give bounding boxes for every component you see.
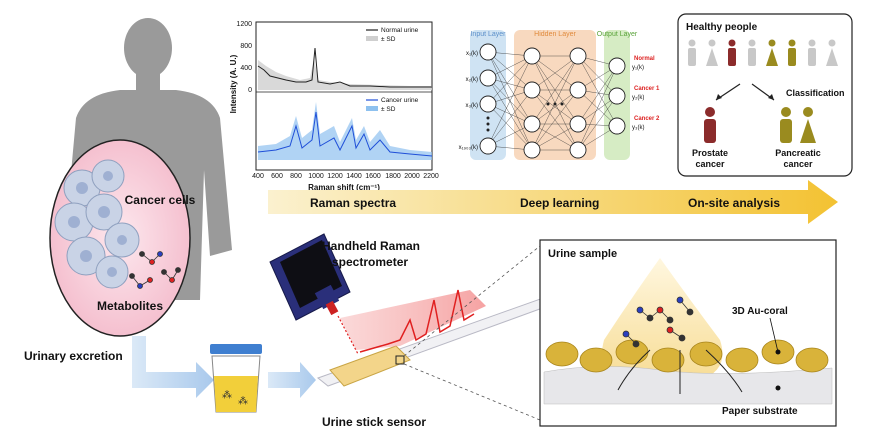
input-x3: x₃(k) bbox=[466, 103, 478, 109]
xtick: 1200 bbox=[327, 173, 343, 180]
class-normal: Normal bbox=[634, 56, 655, 62]
xtick: 600 bbox=[271, 173, 283, 180]
ytick: 1200 bbox=[236, 21, 252, 28]
legend-cancer: Cancer urine bbox=[381, 97, 419, 104]
zoom-line-bottom bbox=[403, 363, 541, 421]
paper-substrate-label: Paper substrate bbox=[722, 406, 798, 417]
excretion-arrow: Urinary excretion bbox=[24, 336, 214, 398]
step-on-site-analysis: On-site analysis bbox=[688, 196, 780, 210]
ytick: 0 bbox=[248, 87, 252, 94]
prostate-label-2: cancer bbox=[695, 159, 725, 169]
xtick: 2200 bbox=[423, 173, 439, 180]
pancreatic-people-icon bbox=[780, 107, 816, 143]
xtick: 1600 bbox=[365, 173, 381, 180]
urine-cup-icon: ⁂ ⁂ bbox=[210, 344, 262, 413]
hidden-layer-label: Hidden Layer bbox=[534, 31, 576, 38]
spectrometer-label-line1: Handheld Raman bbox=[322, 239, 420, 253]
xtick: 400 bbox=[252, 173, 264, 180]
input-x1: x₁(k) bbox=[466, 51, 478, 57]
legend-cancer-sd: ± SD bbox=[381, 106, 396, 113]
au-coral-label: 3D Au-coral bbox=[732, 306, 788, 317]
xtick: 2000 bbox=[404, 173, 420, 180]
legend-top: Normal urine ± SD bbox=[366, 27, 419, 43]
prostate-label-1: Prostate bbox=[692, 148, 728, 158]
spectrometer-label-line2: spectrometer bbox=[332, 255, 408, 269]
class-cancer-1: Cancer 1 bbox=[634, 86, 660, 92]
step-raman-spectra: Raman spectra bbox=[310, 196, 396, 210]
class-cancer-2: Cancer 2 bbox=[634, 116, 660, 122]
spectra-xticks: 400 600 800 1000 1200 1400 1600 1800 200… bbox=[252, 173, 439, 180]
normal-urine-line bbox=[257, 47, 432, 88]
au-coral-particles bbox=[545, 339, 829, 373]
network-nodes bbox=[479, 43, 626, 159]
raman-spectra-panel: 1200 800 400 0 400 600 800 1000 1200 140… bbox=[229, 21, 439, 192]
input-x1903: x₁₉₀₃(k) bbox=[459, 145, 478, 151]
urine-stick-sensor: Urine stick sensor bbox=[316, 291, 572, 429]
classification-label: Classification bbox=[786, 88, 845, 98]
urine-sample-label: Urine sample bbox=[548, 248, 617, 260]
classification-panel: Healthy people Classification Prostate c… bbox=[677, 13, 853, 177]
pancreatic-label-1: Pancreatic bbox=[775, 148, 821, 158]
input-layer-label: Input Layer bbox=[470, 31, 506, 38]
output-layer-label: Output Layer bbox=[597, 31, 638, 38]
svg-text:⁂: ⁂ bbox=[222, 390, 232, 401]
legend-normal: Normal urine bbox=[381, 27, 419, 34]
xtick: 1800 bbox=[385, 173, 401, 180]
laser-beam bbox=[337, 289, 486, 355]
urine-stick-label: Urine stick sensor bbox=[322, 415, 426, 429]
cancer-cells-circle: Cancer cells Metabolites bbox=[49, 139, 196, 337]
pipeline-arrow: Raman spectra Deep learning On-site anal… bbox=[268, 180, 838, 224]
people-row-icon bbox=[688, 39, 838, 66]
cancer-urine-line bbox=[257, 111, 433, 157]
legend-bottom: Cancer urine ± SD bbox=[366, 97, 419, 113]
spectra-xlabel: Raman shift (cm⁻¹) bbox=[308, 183, 380, 192]
metabolite-molecules-icon bbox=[129, 251, 181, 289]
zoom-line-top bbox=[403, 245, 541, 357]
urine-sample-inset: Urine sample 3D Au-coral Paper sub bbox=[539, 239, 837, 427]
output-y2: y₂(k) bbox=[632, 95, 644, 101]
healthy-people-label: Healthy people bbox=[686, 22, 758, 33]
xtick: 1000 bbox=[308, 173, 324, 180]
metabolite-molecule-icons bbox=[622, 296, 694, 348]
cancer-cells-label: Cancer cells bbox=[125, 193, 196, 207]
output-y1: y₁(k) bbox=[632, 65, 644, 71]
output-y3: y₃(k) bbox=[632, 125, 644, 131]
spectra-yticks: 1200 800 400 0 bbox=[236, 21, 252, 94]
cup-to-stick-arrow bbox=[268, 362, 316, 398]
neural-network: Input Layer Hidden Layer Output Layer bbox=[459, 30, 660, 160]
svg-text:⁂: ⁂ bbox=[238, 396, 248, 407]
scattering-arrows bbox=[617, 349, 743, 394]
xtick: 800 bbox=[290, 173, 302, 180]
ytick: 800 bbox=[240, 43, 252, 50]
step-deep-learning: Deep learning bbox=[520, 196, 599, 210]
ytick: 400 bbox=[240, 65, 252, 72]
urinary-excretion-label: Urinary excretion bbox=[24, 349, 123, 363]
spectra-ylabel: Intensity (A. U.) bbox=[229, 54, 238, 113]
input-x2: x₂(k) bbox=[466, 77, 478, 83]
legend-normal-sd: ± SD bbox=[381, 36, 396, 43]
pancreatic-label-2: cancer bbox=[783, 159, 813, 169]
prostate-person-icon bbox=[704, 107, 716, 143]
xtick: 1400 bbox=[346, 173, 362, 180]
raman-spectrometer-icon bbox=[269, 233, 351, 321]
metabolites-label: Metabolites bbox=[97, 299, 163, 313]
